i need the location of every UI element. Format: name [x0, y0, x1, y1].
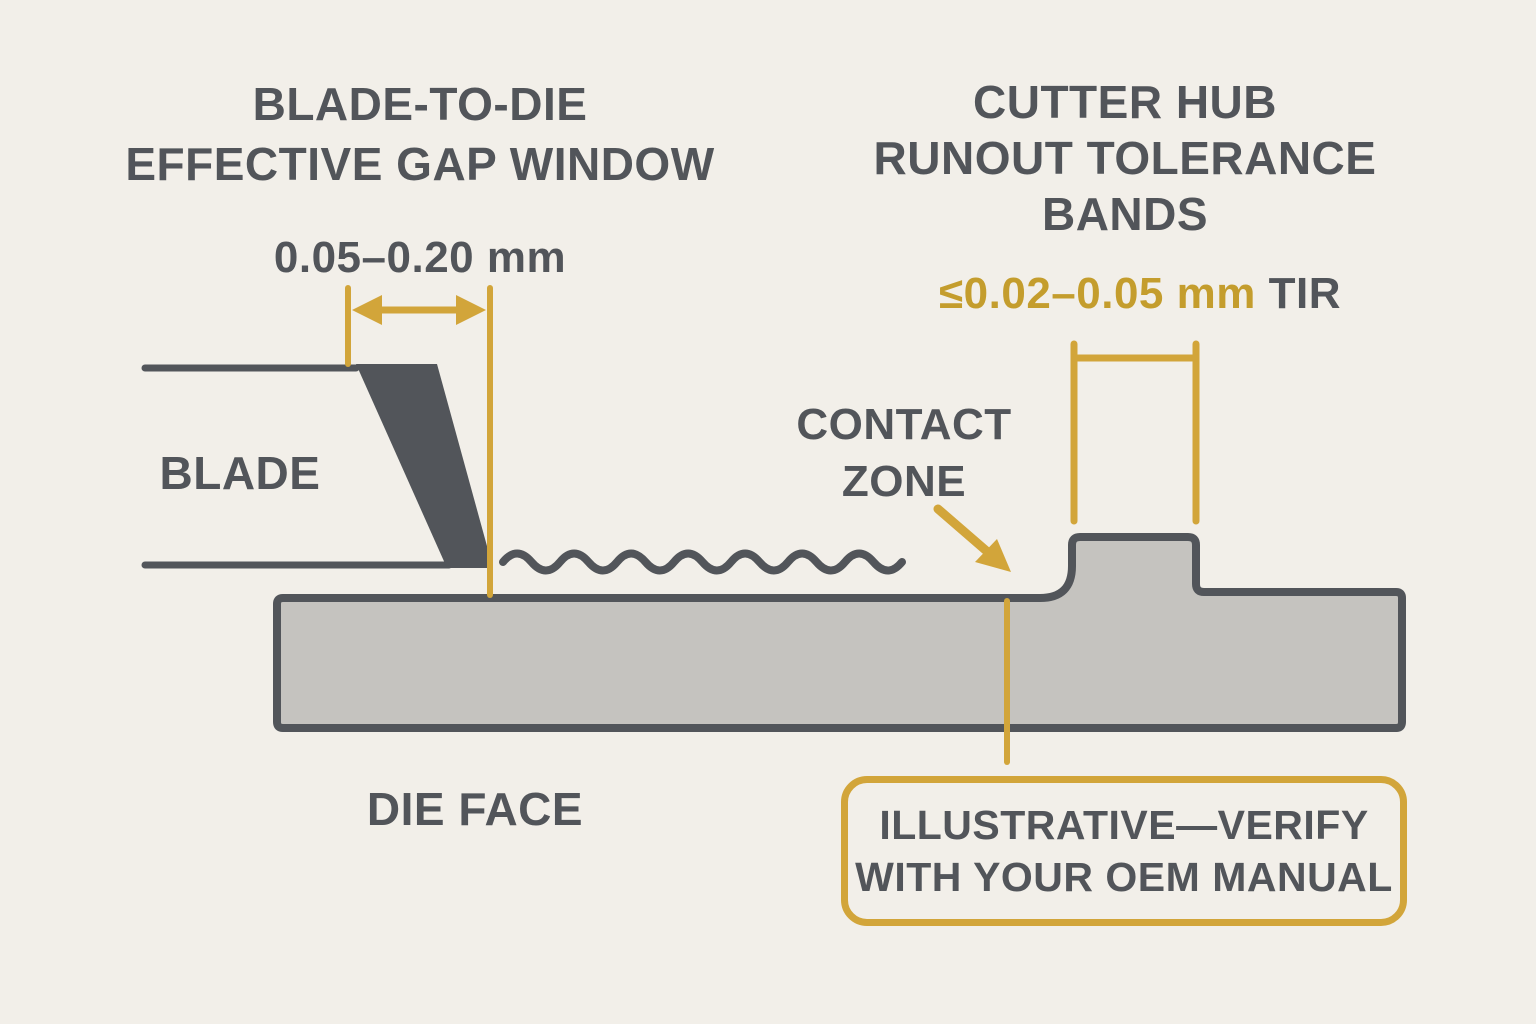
contact-zone-label-line1: CONTACT	[796, 400, 1012, 449]
blade-tip	[356, 364, 490, 568]
gap-arrowhead-left	[352, 295, 382, 325]
runout-title-line1: CUTTER HUB	[973, 76, 1277, 128]
die-face-label: DIE FACE	[366, 783, 584, 835]
gap-window-title-line1: BLADE-TO-DIE	[252, 78, 588, 130]
gap-arrowhead-right	[456, 295, 486, 325]
contact-arrowhead	[975, 539, 1011, 572]
contact-zone-label: CONTACT ZONE	[794, 396, 1014, 510]
disclaimer-line2: WITH YOUR OEM MANUAL	[855, 854, 1393, 900]
melt-strand-wave	[499, 549, 906, 575]
runout-title: CUTTER HUB RUNOUT TOLERANCE BANDS	[825, 74, 1425, 242]
die-profile	[273, 533, 1406, 732]
gap-window-title: BLADE-TO-DIE EFFECTIVE GAP WINDOW	[100, 74, 740, 194]
runout-measurement: ≤0.02–0.05 mm TIR	[860, 270, 1420, 318]
blade-label: BLADE	[159, 447, 321, 499]
gap-window-title-line2: EFFECTIVE GAP WINDOW	[125, 138, 715, 190]
contact-zone-label-line2: ZONE	[841, 457, 967, 506]
runout-measurement-unit: TIR	[1255, 269, 1341, 318]
disclaimer-line1: ILLUSTRATIVE—VERIFY	[879, 802, 1369, 848]
gap-window-measurement: 0.05–0.20 mm	[273, 233, 567, 282]
runout-title-line3: BANDS	[1041, 188, 1209, 240]
runout-measurement-value: ≤0.02–0.05 mm	[939, 269, 1256, 318]
runout-title-line2: RUNOUT TOLERANCE	[873, 132, 1377, 184]
contact-arrow-shaft	[933, 504, 995, 559]
disclaimer-callout-box: ILLUSTRATIVE—VERIFY WITH YOUR OEM MANUAL	[841, 776, 1407, 926]
